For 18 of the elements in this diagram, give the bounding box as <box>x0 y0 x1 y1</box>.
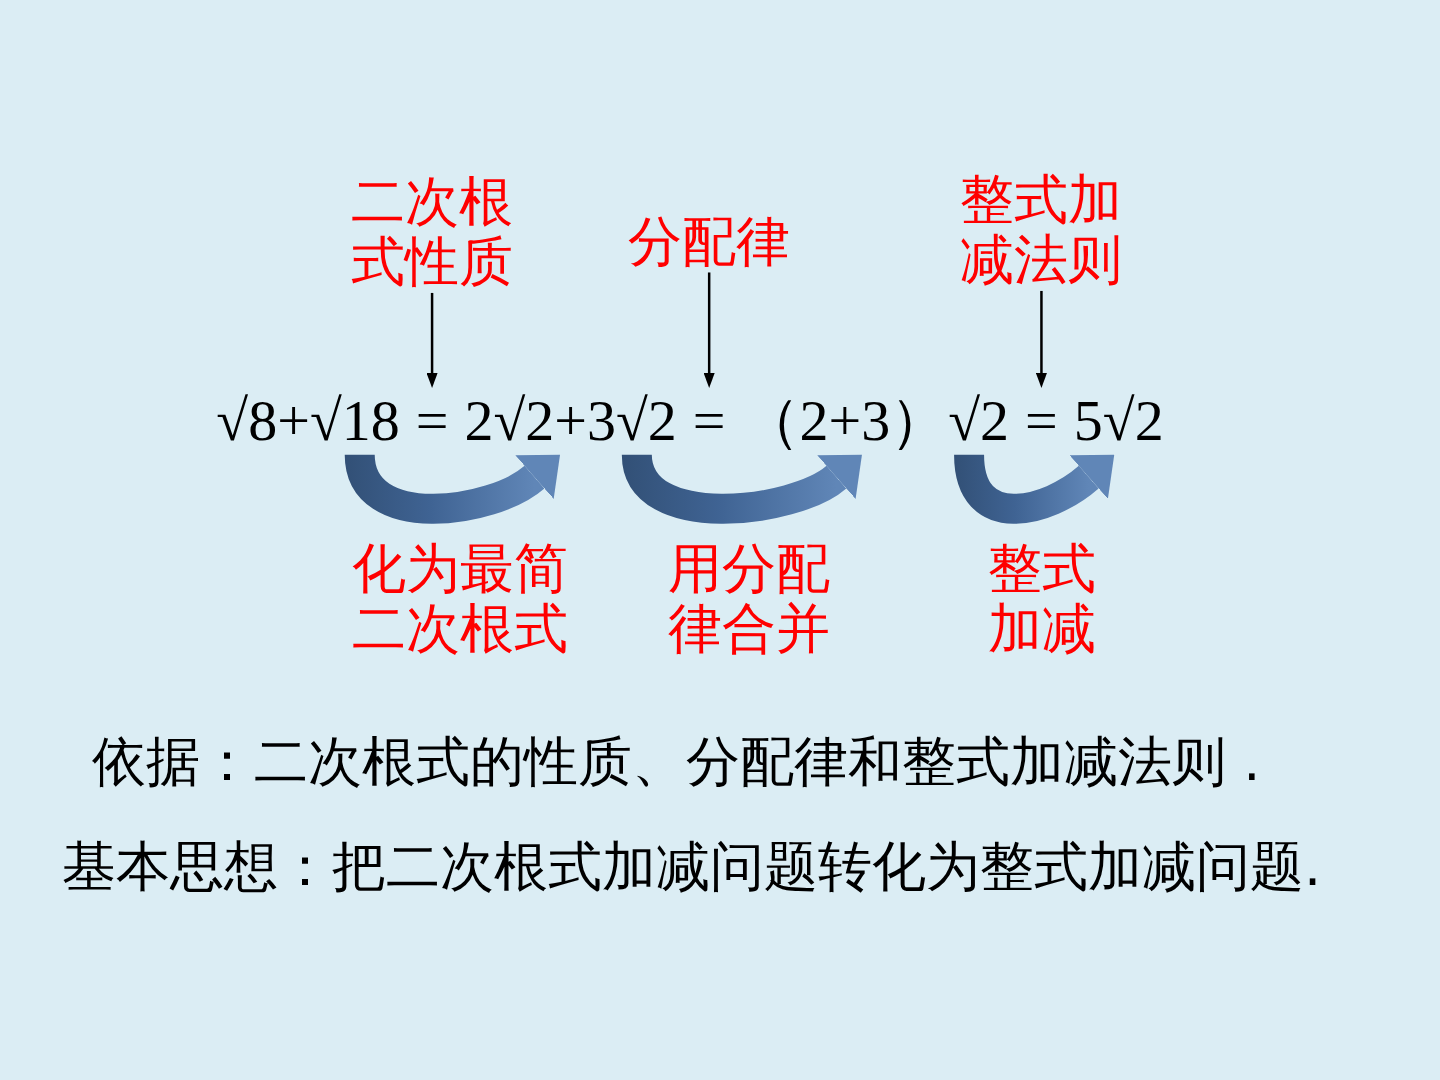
annotation-text: 整式加减法则 <box>957 170 1126 291</box>
leader-arrow <box>1035 290 1047 388</box>
note-text: 基本思想：把二次根式加减问题转化为整式加减问题. <box>62 835 1322 900</box>
math-expression: 2√2+3√2 <box>464 388 677 455</box>
curved-arrow <box>344 452 563 524</box>
annotation-text: 分配律 <box>624 212 794 273</box>
math-expression: （2+3）√2 <box>741 388 1010 455</box>
leader-arrow <box>426 292 438 388</box>
equals-sign: = <box>1025 388 1058 455</box>
math-expression: √8+√18 <box>216 388 400 455</box>
curved-arrow <box>954 453 1116 524</box>
leader-arrow <box>703 272 715 388</box>
equals-sign: = <box>415 388 449 455</box>
annotation-text: 二次根式性质 <box>347 172 517 293</box>
equals-sign: = <box>692 388 726 455</box>
note-text: 依据：二次根式的性质、分配律和整式加减法则 . <box>92 730 1261 795</box>
math-expression: 5√2 <box>1073 388 1164 455</box>
curved-arrow <box>622 452 865 524</box>
